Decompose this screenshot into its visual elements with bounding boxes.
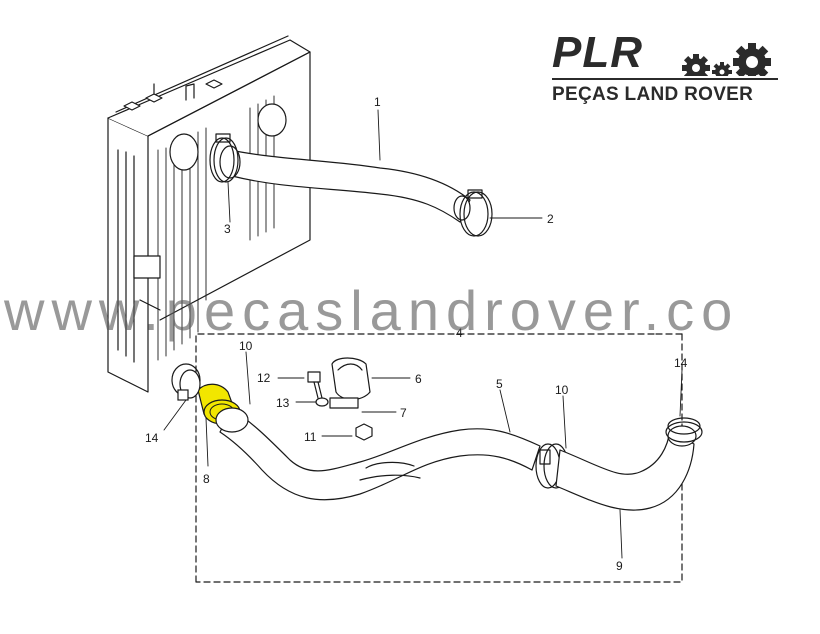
callout-14b: 14 [674, 356, 688, 370]
callout-11: 11 [304, 430, 317, 444]
callout-4: 4 [456, 326, 463, 340]
callout-5: 5 [496, 377, 503, 391]
bolt-12 [307, 371, 323, 399]
brand-logo: PLR [548, 28, 780, 110]
callout-6: 6 [415, 372, 422, 386]
washer-13 [315, 397, 329, 407]
clamp-2 [459, 189, 493, 237]
callout-10a: 10 [239, 339, 253, 353]
callout-13: 13 [276, 396, 290, 410]
lower-hose-5 [219, 409, 541, 501]
clamp-10a [215, 407, 249, 433]
callout-7: 7 [400, 406, 407, 420]
radiator [107, 35, 311, 397]
clamp-3 [209, 133, 239, 183]
upper-hose [219, 145, 471, 223]
callout-10b: 10 [555, 383, 569, 397]
callout-12: 12 [257, 371, 271, 385]
watermark-url: www.pecaslandrover.co [4, 279, 740, 342]
clamp-10b [535, 443, 569, 489]
gear-icon [680, 43, 776, 80]
clamp-6 [329, 357, 371, 409]
nut-11 [355, 423, 373, 441]
callout-9: 9 [616, 559, 623, 573]
callout-14a: 14 [145, 431, 159, 445]
brand-subtitle: PEÇAS LAND ROVER [552, 84, 754, 105]
brand-divider [552, 78, 778, 80]
callout-8: 8 [203, 472, 210, 486]
clamp-14a [177, 369, 201, 401]
leader-lines [163, 109, 683, 559]
brand-logo-text: PLR [552, 28, 643, 77]
hose-9 [555, 425, 697, 511]
callout-3: 3 [224, 222, 231, 236]
callout-1: 1 [374, 95, 381, 109]
clamp-14b [665, 417, 703, 443]
callout-2: 2 [547, 212, 554, 226]
callout-labels: 1 2 3 4 10 6 12 13 7 11 5 10 14 14 8 9 [145, 95, 688, 573]
